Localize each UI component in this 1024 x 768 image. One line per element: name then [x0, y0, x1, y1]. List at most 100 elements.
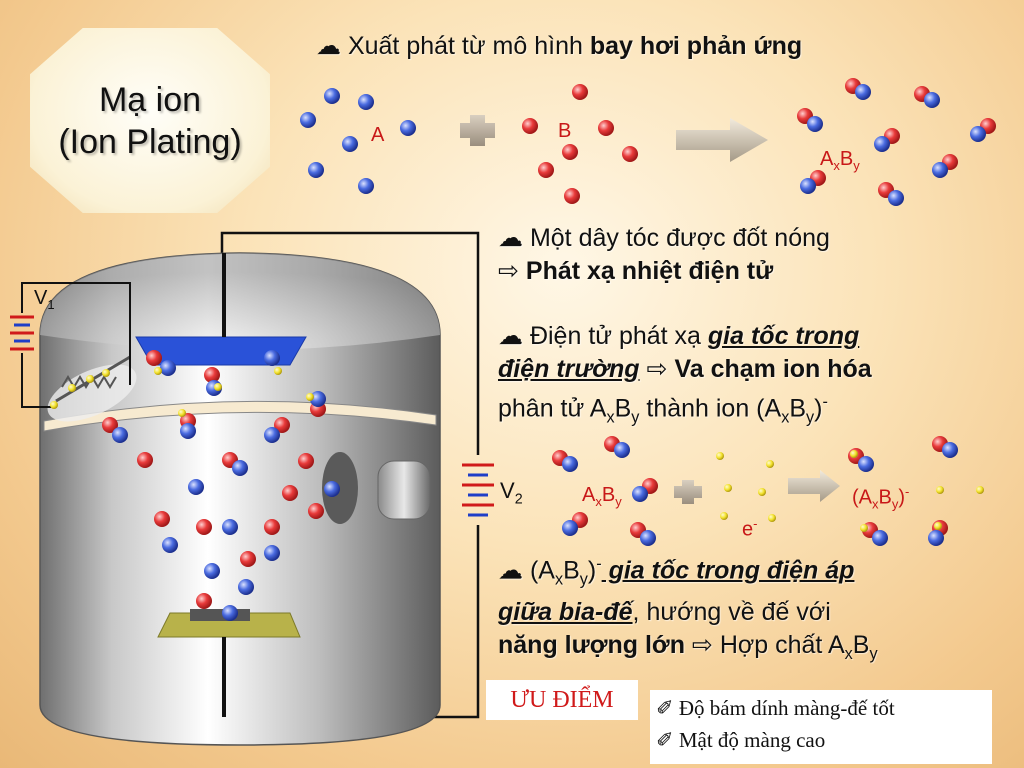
- side-port: [377, 460, 431, 520]
- ion-red: [282, 485, 298, 501]
- molecule-group-axby: [797, 78, 996, 206]
- atom-b: [564, 188, 580, 204]
- ion-red: [146, 350, 162, 366]
- ion-red: [196, 593, 212, 609]
- atom-group-b: [522, 84, 638, 204]
- bullet-1-text: Xuất phát từ mô hình: [347, 32, 590, 60]
- ion-blue: [264, 427, 280, 443]
- electrons: [716, 452, 776, 522]
- bullet-icon: ☁: [498, 224, 523, 252]
- atom-a: [324, 88, 340, 104]
- side-port-window: [322, 452, 358, 524]
- electron: [86, 375, 94, 383]
- atom-a: [308, 162, 324, 178]
- molecule-axby: [800, 170, 826, 194]
- ion-blue: [238, 579, 254, 595]
- ion-blue: [188, 479, 204, 495]
- title-panel: Mạ ion (Ion Plating): [30, 28, 270, 213]
- atom-b: [572, 84, 588, 100]
- label-v2: V2: [500, 478, 523, 508]
- ion-red: [308, 503, 324, 519]
- electron: [102, 369, 110, 377]
- ion-blue: [264, 350, 280, 366]
- bullet-1-bold: bay hơi phản ứng: [589, 32, 803, 60]
- electron: [214, 383, 222, 391]
- ion-blue: [232, 460, 248, 476]
- atom-b: [598, 120, 614, 136]
- reaction-arrow-icon: [788, 470, 840, 502]
- advantage-item: ✐ Độ bám dính màng-đế tốt: [656, 696, 895, 720]
- ion-red: [102, 417, 118, 433]
- arrow-icon: ⇨: [498, 257, 519, 285]
- check-pen-icon: ✐: [656, 696, 674, 720]
- check-pen-icon: ✐: [656, 728, 674, 752]
- label-a: A: [371, 124, 385, 146]
- target-lead: [222, 253, 226, 337]
- advantages-list: ✐ Độ bám dính màng-đế tốt ✐ Mật độ màng …: [650, 690, 992, 764]
- advantage-item: ✐ Mật độ màng cao: [656, 728, 826, 752]
- arrow-icon: ⇨: [646, 355, 668, 383]
- ion-red: [204, 367, 220, 383]
- label-b: B: [558, 120, 572, 142]
- ion-blue: [222, 519, 238, 535]
- ion-blue: [180, 423, 196, 439]
- battery-v1-icon: [10, 315, 34, 351]
- atom-a: [358, 178, 374, 194]
- molecule-axby: [970, 118, 996, 142]
- molecule-axby: [878, 182, 904, 206]
- atom-a: [358, 94, 374, 110]
- substrate: [190, 609, 250, 621]
- electron: [50, 401, 58, 409]
- bullet-1: ☁ Xuất phát từ mô hình bay hơi phản ứng: [316, 30, 1016, 63]
- bullet-icon: ☁: [498, 322, 523, 350]
- atom-b: [522, 118, 538, 134]
- ion-red: [298, 453, 314, 469]
- ion-blue: [310, 391, 326, 407]
- ion-red: [274, 417, 290, 433]
- molecule-axby: [932, 154, 958, 178]
- bullet-3: ☁ Điện tử phát xạ gia tốc trong điện trư…: [498, 322, 872, 427]
- target-plate: [135, 336, 307, 366]
- advantages-title: ƯU ĐIỂM: [486, 680, 638, 720]
- ion-red: [137, 452, 153, 468]
- electron: [274, 367, 282, 375]
- atom-b: [562, 144, 578, 160]
- label-reactant-axby: AxBy: [582, 484, 622, 509]
- title-line-1: Mạ ion: [98, 80, 202, 119]
- ion-blue: [324, 481, 340, 497]
- reaction-1-diagram: [300, 78, 996, 206]
- ion-molecules: [848, 436, 984, 546]
- title-line-2: (Ion Plating): [58, 122, 242, 161]
- ion-plating-chamber-diagram: [10, 231, 494, 746]
- atom-b: [538, 162, 554, 178]
- plus-icon: [674, 480, 702, 504]
- ion-red: [240, 551, 256, 567]
- chamber-particles: [50, 350, 340, 621]
- label-v1: V1: [34, 287, 55, 312]
- atom-group-a: [300, 88, 416, 194]
- ion-blue: [160, 360, 176, 376]
- molecule-axby: [845, 78, 871, 100]
- v1-wire-a: [21, 282, 131, 385]
- plus-icon: [460, 115, 495, 146]
- ion-blue: [222, 605, 238, 621]
- bullet-2-line-1: Một dây tóc được đốt nóng: [529, 224, 830, 252]
- electron: [178, 409, 186, 417]
- label-ion-axby: (AxBy)-: [852, 484, 910, 512]
- molecule-axby: [914, 86, 940, 108]
- label-electron: e-: [742, 516, 758, 541]
- electron: [68, 384, 76, 392]
- ion-blue: [162, 537, 178, 553]
- ion-red: [154, 511, 170, 527]
- electron: [306, 393, 314, 401]
- atom-a: [400, 120, 416, 136]
- atom-a: [342, 136, 358, 152]
- bullet-icon: ☁: [498, 556, 523, 585]
- bullet-2: ☁ Một dây tóc được đốt nóng ⇨ Phát xạ nh…: [498, 222, 1018, 288]
- substrate-lead: [222, 637, 226, 717]
- ion-red: [264, 519, 280, 535]
- atom-a: [300, 112, 316, 128]
- bullet-4: ☁ (AxBy)- gia tốc trong điện áp giữa bia…: [498, 555, 878, 664]
- v1-wire-b: [21, 353, 56, 408]
- arrow-icon: ⇨: [691, 631, 713, 660]
